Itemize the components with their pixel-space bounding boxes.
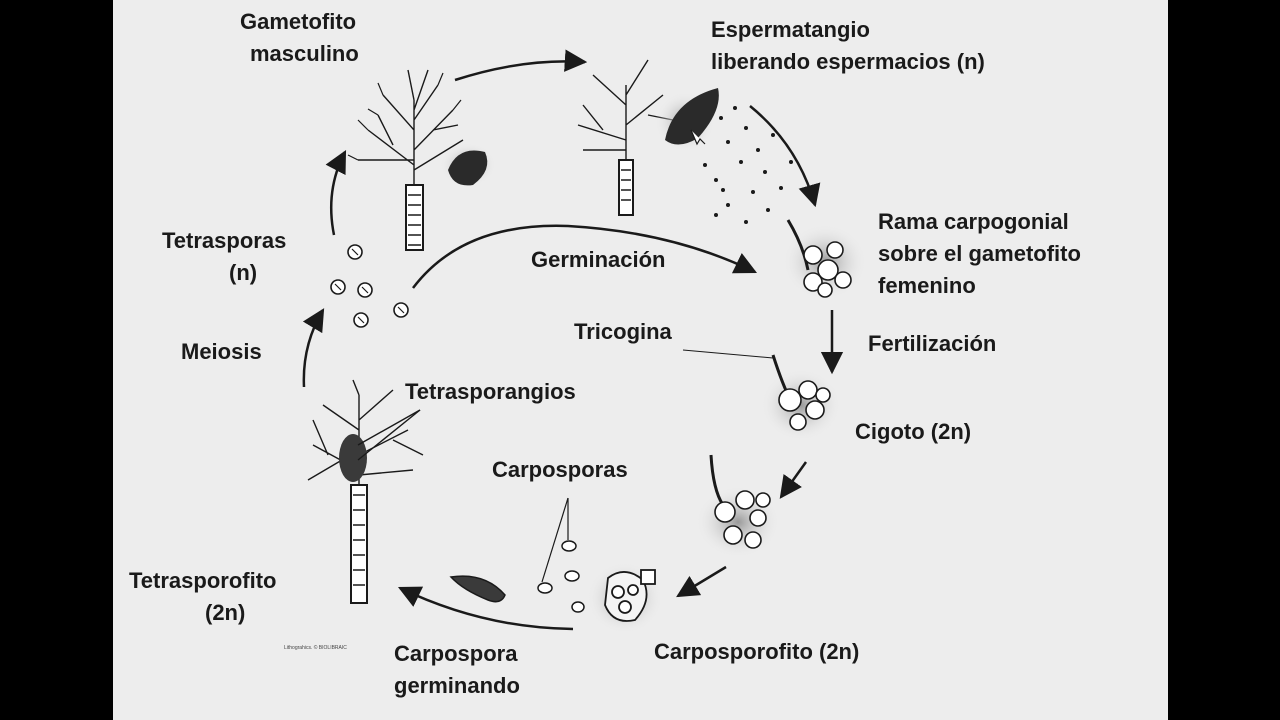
germinating-carpospore-drawing xyxy=(449,575,506,603)
arrow-zygote-to-develop xyxy=(779,461,808,499)
arrow-sperm-to-carpogonial xyxy=(749,105,821,208)
spermatia-dots xyxy=(703,106,793,224)
tetrasporophyte-drawing xyxy=(307,379,424,604)
developing-zygote-drawing xyxy=(696,454,780,558)
label-tetrasporangios: Tetrasporangios xyxy=(405,379,576,404)
arrow-germination xyxy=(412,224,758,289)
label-tricogina: Tricogina xyxy=(574,319,672,344)
life-cycle-artwork xyxy=(302,49,867,634)
label-cigoto: Cigoto (2n) xyxy=(855,419,972,444)
carposporophyte-drawing xyxy=(587,562,663,634)
carpogonial-branch-drawing xyxy=(783,219,867,300)
arrow-meiosis xyxy=(302,308,325,388)
label-germinacion: Germinación xyxy=(531,247,666,272)
arrow-male-to-spermatangium xyxy=(454,49,588,82)
arrow-to-carposporophyte xyxy=(676,565,727,598)
tricogina-pointer xyxy=(682,349,774,359)
tetraspores-drawing xyxy=(330,244,409,328)
label-carposporofito: Carposporofito (2n) xyxy=(654,639,860,664)
arrow-carpospore-to-tetrasporophyte xyxy=(397,586,574,631)
spermatangium-drawing xyxy=(577,59,719,216)
label-tetrasporas: Tetrasporas(n) xyxy=(162,228,287,285)
label-carposporas: Carposporas xyxy=(492,457,628,482)
label-fertilizacion: Fertilización xyxy=(868,331,997,356)
carpospores-drawing xyxy=(537,497,585,613)
arrow-tetraspores-to-male xyxy=(325,150,347,236)
label-meiosis: Meiosis xyxy=(181,339,262,364)
zygote-drawing xyxy=(761,354,841,441)
image-credit: Lithograhics. © BIOLIBRAIC xyxy=(284,645,347,651)
label-tetrasporofito: Tetrasporofito(2n) xyxy=(129,568,277,625)
male-gametophyte-drawing xyxy=(347,69,496,251)
